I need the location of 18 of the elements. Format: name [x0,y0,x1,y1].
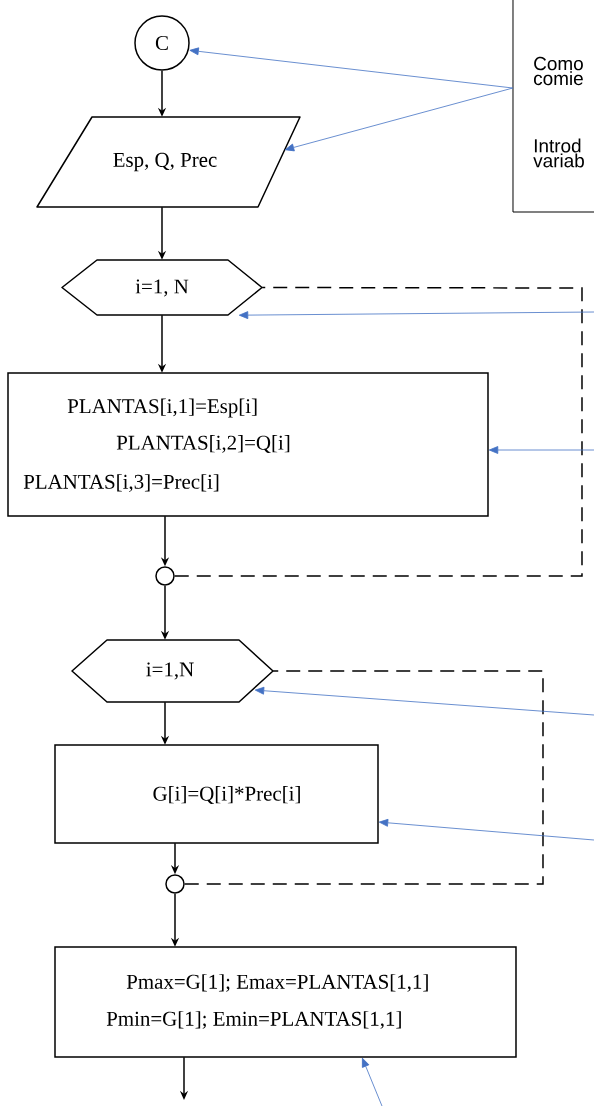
leader-arrow [488,446,594,454]
input-parallelogram: Esp, Q, Prec [36,116,301,208]
leader-arrow [254,686,594,716]
process-box: G[i]=Q[i]*Prec[i] [54,744,379,844]
connector-circle [165,874,185,894]
leader-arrow [238,311,594,320]
note-box: Como comie Introd variab [512,0,594,213]
leader-arrow [189,47,514,89]
loop-line [174,286,583,577]
process-box: Pmax=G[1]; Emax=PLANTAS[1,1] Pmin=G[1]; Emin=PLANTAS[1,1] [54,946,517,1058]
loop-hexagon: i=1, N [61,259,263,316]
leader-arrow [284,87,514,152]
process-box: PLANTAS[i,1]=Esp[i] PLANTAS[i,2]=Q[i] PLANTAS[i,3]=Prec[i] [7,372,489,517]
loop-hexagon: i=1,N [71,639,274,703]
connector-circle [155,566,175,586]
leader-arrow [362,1057,383,1106]
leader-arrow [378,818,594,841]
loop-line [184,670,544,885]
